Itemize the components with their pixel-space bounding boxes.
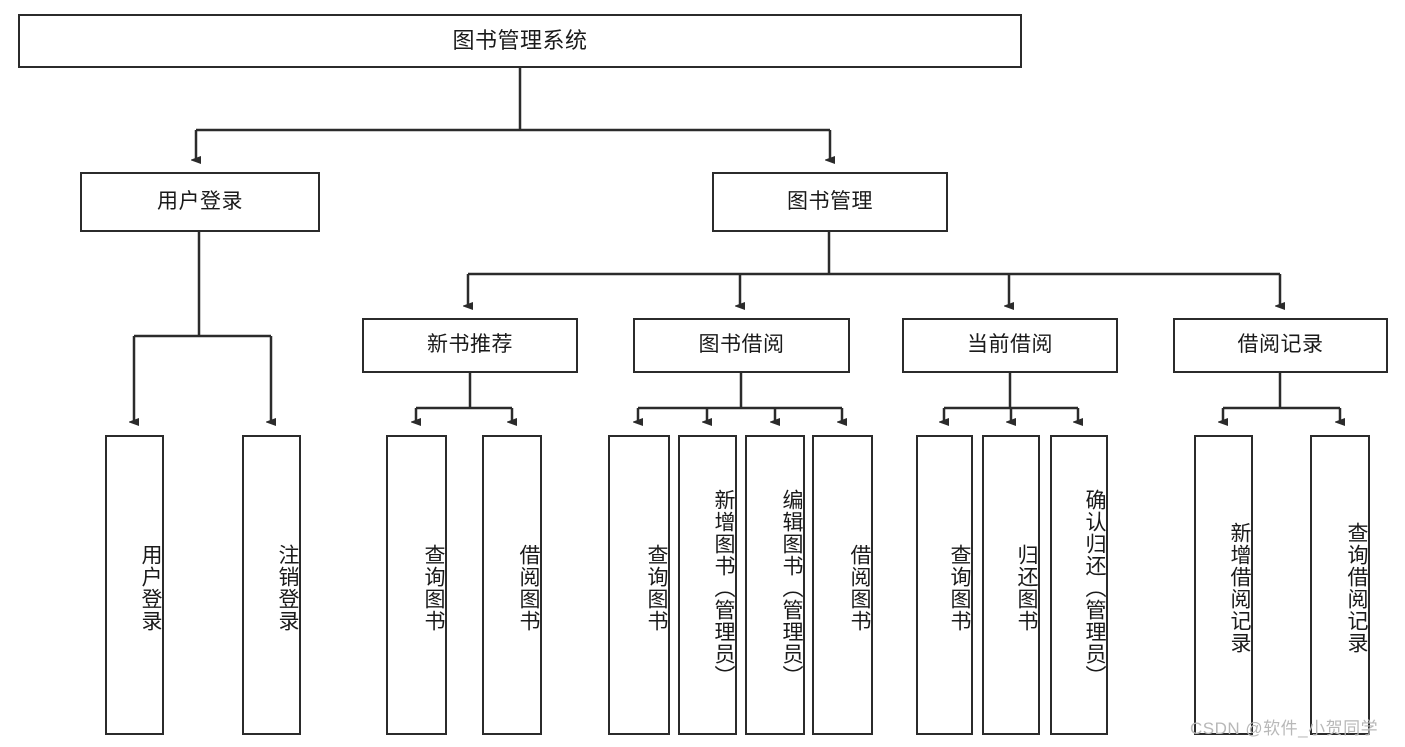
- node-new-book-recommendation[interactable]: 新书推荐: [362, 318, 578, 373]
- node-book-management[interactable]: 图书管理: [712, 172, 948, 232]
- leaf-current-borrow-confirm-return-admin[interactable]: 确认归还（管理员）: [1050, 435, 1108, 735]
- leaf-new-book-query-books[interactable]: 查询图书: [386, 435, 447, 735]
- leaf-book-borrow-edit-book-admin[interactable]: 编辑图书（管理员）: [745, 435, 805, 735]
- leaf-book-borrow-borrow-books[interactable]: 借阅图书: [812, 435, 873, 735]
- leaf-new-book-borrow-books[interactable]: 借阅图书: [482, 435, 542, 735]
- node-book-borrowing[interactable]: 图书借阅: [633, 318, 850, 373]
- leaf-current-borrow-query-books[interactable]: 查询图书: [916, 435, 973, 735]
- node-root-book-management-system[interactable]: 图书管理系统: [18, 14, 1022, 68]
- node-current-borrowing[interactable]: 当前借阅: [902, 318, 1118, 373]
- leaf-current-borrow-return-books[interactable]: 归还图书: [982, 435, 1040, 735]
- leaf-borrow-record-query-record[interactable]: 查询借阅记录: [1310, 435, 1370, 735]
- leaf-book-borrow-add-book-admin[interactable]: 新增图书（管理员）: [678, 435, 737, 735]
- leaf-borrow-record-add-record[interactable]: 新增借阅记录: [1194, 435, 1253, 735]
- node-borrowing-record[interactable]: 借阅记录: [1173, 318, 1388, 373]
- node-user-login[interactable]: 用户登录: [80, 172, 320, 232]
- leaf-user-login-login[interactable]: 用户登录: [105, 435, 164, 735]
- csdn-watermark: CSDN @软件_小贺同学: [1190, 719, 1379, 738]
- leaf-user-login-logout[interactable]: 注销登录: [242, 435, 301, 735]
- leaf-book-borrow-query-books[interactable]: 查询图书: [608, 435, 670, 735]
